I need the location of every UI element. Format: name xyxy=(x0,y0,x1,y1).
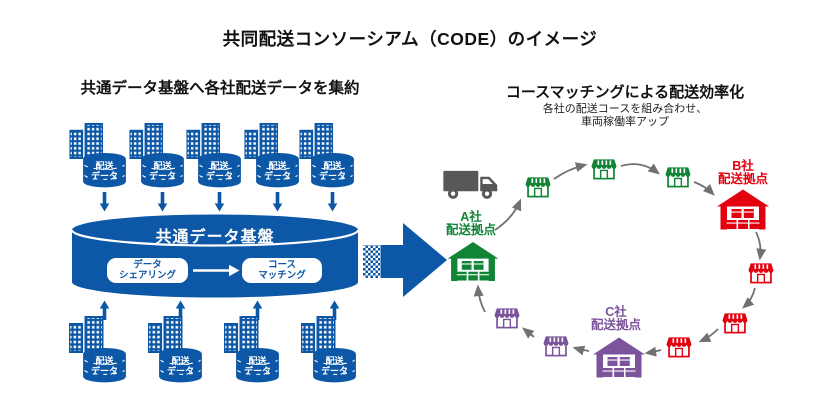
route-arrows xyxy=(473,162,767,357)
hub-b-label-line1: B社 xyxy=(732,158,754,173)
office-building-icon xyxy=(148,316,183,353)
office-building-icon xyxy=(301,316,336,353)
route-arrow-icon xyxy=(473,284,486,313)
warehouse-a-icon xyxy=(447,242,499,281)
truck-icon xyxy=(443,170,498,199)
office-building-icon xyxy=(69,316,104,353)
right-subtitle-line2: 車両稼働率アップ xyxy=(581,116,669,128)
left-section-heading: 共通データ基盤へ各社配送データを集約 xyxy=(80,80,360,97)
store-icon xyxy=(542,335,570,357)
down-arrow-icon xyxy=(272,192,283,212)
db-label-line2: データ xyxy=(149,170,176,181)
store-icon xyxy=(524,176,552,198)
store-icon xyxy=(664,166,692,188)
db-label-line1: 配送 xyxy=(95,355,114,366)
db-label-line1: 配送 xyxy=(171,355,190,366)
down-arrow-icon xyxy=(327,192,338,212)
page-title: 共同配送コンソーシアム（CODE）のイメージ xyxy=(222,29,598,49)
down-arrow-icon xyxy=(214,192,225,212)
db-label-line1: 配送 xyxy=(248,355,267,366)
db-label-line2: データ xyxy=(264,170,291,181)
delivery-data-db-icon: 配送 データ xyxy=(255,152,300,188)
route-arrow-icon xyxy=(755,231,767,261)
route-arrow-icon xyxy=(494,198,522,231)
delivery-data-db-icon: 配送 データ xyxy=(158,347,203,383)
db-label-line1: 配送 xyxy=(210,160,229,171)
db-label-line2: データ xyxy=(167,365,194,376)
route-arrow-icon xyxy=(644,346,662,357)
store-icon xyxy=(493,307,521,329)
delivery-data-db-icon: 配送 データ xyxy=(82,347,127,383)
db-label-line2: データ xyxy=(91,170,118,181)
down-arrow-icon xyxy=(99,192,110,212)
course-matching-box: コース マッチング xyxy=(242,258,322,283)
big-flow-arrow-icon xyxy=(363,223,447,297)
office-building-icon xyxy=(224,316,259,353)
delivery-data-db-icon: 配送 データ xyxy=(235,347,280,383)
route-arrow-icon xyxy=(693,181,715,196)
db-label-line2: データ xyxy=(321,365,348,376)
db-label-line2: データ xyxy=(91,365,118,376)
db-label-line1: 配送 xyxy=(95,160,114,171)
data-sharing-line2: シェアリング xyxy=(119,269,177,281)
down-arrow-icon xyxy=(157,192,168,212)
route-arrow-icon xyxy=(620,163,660,175)
db-label-line1: 配送 xyxy=(153,160,172,171)
data-sharing-line1: データ xyxy=(133,259,162,271)
db-label-line2: データ xyxy=(319,170,346,181)
db-label-line1: 配送 xyxy=(325,355,344,366)
right-section-subtitle: 各社の配送コースを組み合わせ、 車両稼働率アップ xyxy=(440,103,810,129)
hub-a-label-line2: 配送拠点 xyxy=(446,222,497,237)
delivery-data-db-icon: 配送 データ xyxy=(310,152,355,188)
warehouse-b-icon xyxy=(717,189,769,230)
hub-c-label-line2: 配送拠点 xyxy=(591,317,642,332)
store-icon xyxy=(721,312,749,334)
route-arrow-icon xyxy=(553,162,588,180)
course-matching-line2: マッチング xyxy=(258,269,306,281)
right-subtitle-line1: 各社の配送コースを組み合わせ、 xyxy=(542,103,708,115)
route-arrow-icon xyxy=(572,345,590,356)
course-matching-route-diagram: A社 配送拠点 B社 配送拠点 C社 配送拠点 xyxy=(443,158,775,378)
hub-b-label-line2: 配送拠点 xyxy=(718,171,769,186)
route-arrow-icon xyxy=(698,328,719,343)
db-label-line2: データ xyxy=(206,170,233,181)
course-matching-line1: コース xyxy=(268,260,296,271)
db-label-line1: 配送 xyxy=(268,160,287,171)
warehouse-c-icon xyxy=(593,337,645,378)
hub-a-label-line1: A社 xyxy=(460,209,482,224)
delivery-data-db-icon: 配送 データ xyxy=(140,152,185,188)
shared-platform-cylinder: 共通データ基盤 データ シェアリング コース マッチング xyxy=(70,214,360,298)
data-aggregation-diagram: 配送 データ 配送 データ 配送 データ 配送 データ 配送 データ xyxy=(69,122,360,383)
delivery-data-db-icon: 配送 データ xyxy=(197,152,242,188)
store-icon xyxy=(665,336,693,358)
db-label-line1: 配送 xyxy=(323,160,342,171)
store-icon xyxy=(590,158,618,180)
platform-title: 共通データ基盤 xyxy=(155,227,274,246)
db-label-line2: データ xyxy=(244,365,271,376)
platform-process-arrow-icon xyxy=(193,264,240,277)
data-sharing-box: データ シェアリング xyxy=(107,258,188,283)
route-arrow-icon xyxy=(742,287,756,309)
route-arrow-icon xyxy=(522,327,535,339)
delivery-data-db-icon: 配送 データ xyxy=(82,152,127,188)
store-icon xyxy=(747,262,775,284)
right-section-heading: コースマッチングによる配送効率化 xyxy=(505,84,745,101)
top-company-row: 配送 データ 配送 データ 配送 データ 配送 データ 配送 データ xyxy=(69,122,355,212)
bottom-company-row: 配送 データ 配送 データ 配送 データ 配送 データ xyxy=(69,300,357,383)
delivery-data-db-icon: 配送 データ xyxy=(312,347,357,383)
hub-c-label-line1: C社 xyxy=(605,304,627,319)
